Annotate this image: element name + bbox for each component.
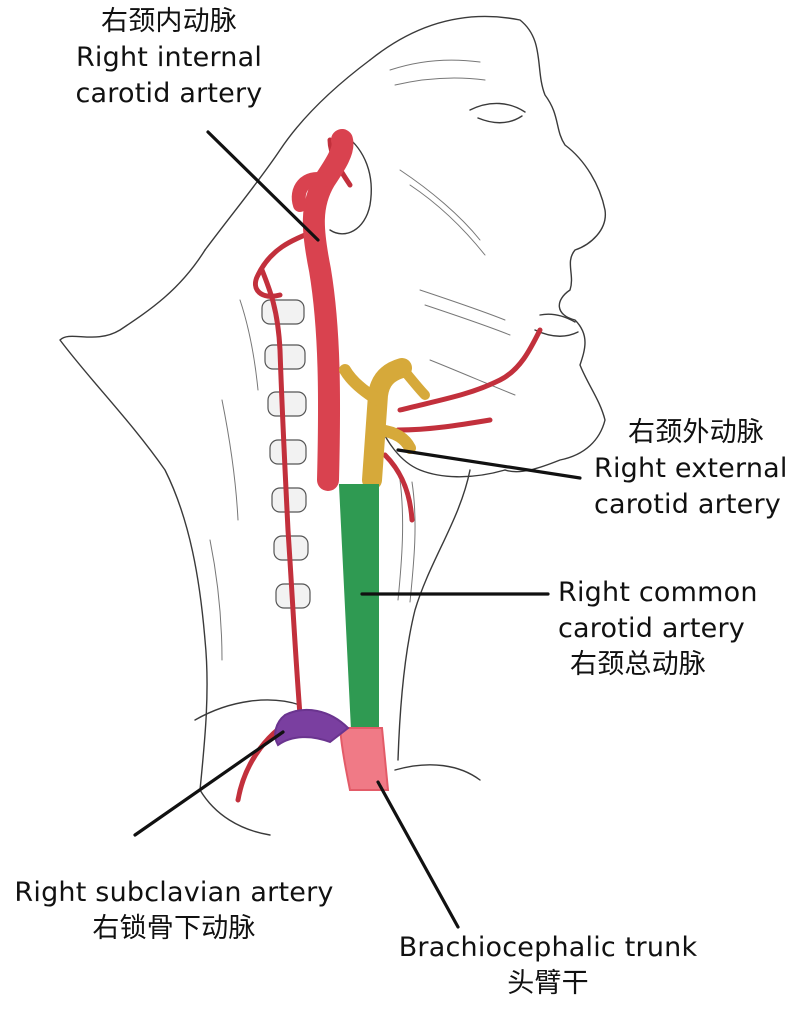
internal-carotid-label: 右颈内动脉 Right internal carotid artery [54,4,284,112]
internal-carotid-loop [291,172,332,212]
superior-thyroid-artery [382,452,415,523]
hatch-line [221,399,239,521]
muscle-hatching [209,59,516,661]
hatch-line [409,481,416,603]
brachiocephalic-leader [376,780,460,929]
subclavian-label: Right subclavian artery 右锁骨下动脉 [6,875,342,947]
hatch-line [419,289,506,321]
hatch-line [389,59,481,71]
occipital-artery [253,227,321,299]
hatch-line [424,304,511,336]
brachiocephalic-en: Brachiocephalic trunk [398,932,698,963]
external-carotid-branch [374,424,416,454]
external-carotid-leader [396,448,582,480]
subclavian-en: Right subclavian artery [14,877,334,908]
jaw-outline [377,419,506,478]
internal-carotid-artery [302,129,354,491]
vertebra [267,391,307,417]
external-carotid-zh: 右颈外动脉 [628,417,764,448]
common-carotid-artery [338,484,379,731]
internal-carotid-zh: 右颈内动脉 [101,6,237,37]
common-carotid-en-line1: Right common [558,577,758,608]
external-carotid-label: 右颈外动脉 Right external carotid artery [594,415,788,523]
subclavian-zh: 右锁骨下动脉 [92,913,256,944]
hatch-line [397,479,404,601]
hatch-line [394,77,486,86]
face-profile-outline [369,15,606,473]
scalp-outline [204,59,371,251]
hatch-line [399,169,481,241]
external-carotid-branch [397,363,430,400]
lingual-artery [395,417,493,433]
brachiocephalic-label: Brachiocephalic trunk 头臂干 [380,930,716,1002]
clavicle-outline [194,699,481,781]
subclavian-leader [133,730,285,837]
external-carotid-artery [362,358,412,490]
vertebral-artery [259,267,303,718]
brachiocephalic-zh: 头臂干 [507,968,589,999]
internal-carotid-en-line1: Right internal [75,42,263,73]
external-carotid-en-line2: carotid artery [594,489,781,520]
cervical-vertebrae [261,299,311,609]
lips-outline [534,313,579,337]
brachiocephalic-trunk [338,727,390,791]
common-carotid-label: Right common carotid artery 右颈总动脉 [558,575,758,683]
internal-carotid-leader [206,130,320,242]
vertebra [264,344,306,370]
external-carotid-branch [339,364,384,406]
internal-carotid-en-line2: carotid artery [75,78,263,109]
common-carotid-zh: 右颈总动脉 [570,649,706,680]
ear-outline [329,134,372,235]
neck-front-outline [397,469,471,761]
hatch-line [239,299,259,391]
eye-outline [469,102,526,124]
neck-back-outline [59,249,208,791]
hatch-line [429,359,516,396]
hatch-line [209,539,223,661]
small-arteries [235,137,543,803]
vertebra [269,439,307,465]
leader-lines [133,130,582,929]
hatch-line [409,184,486,256]
facial-artery [397,327,543,413]
head-neck-sketch [59,15,606,836]
common-carotid-en-line2: carotid artery [558,613,745,644]
vertebra [261,299,305,325]
external-carotid-en-line1: Right external [594,453,788,484]
shoulder-outline [199,789,271,836]
subclavian-artery [274,708,350,747]
